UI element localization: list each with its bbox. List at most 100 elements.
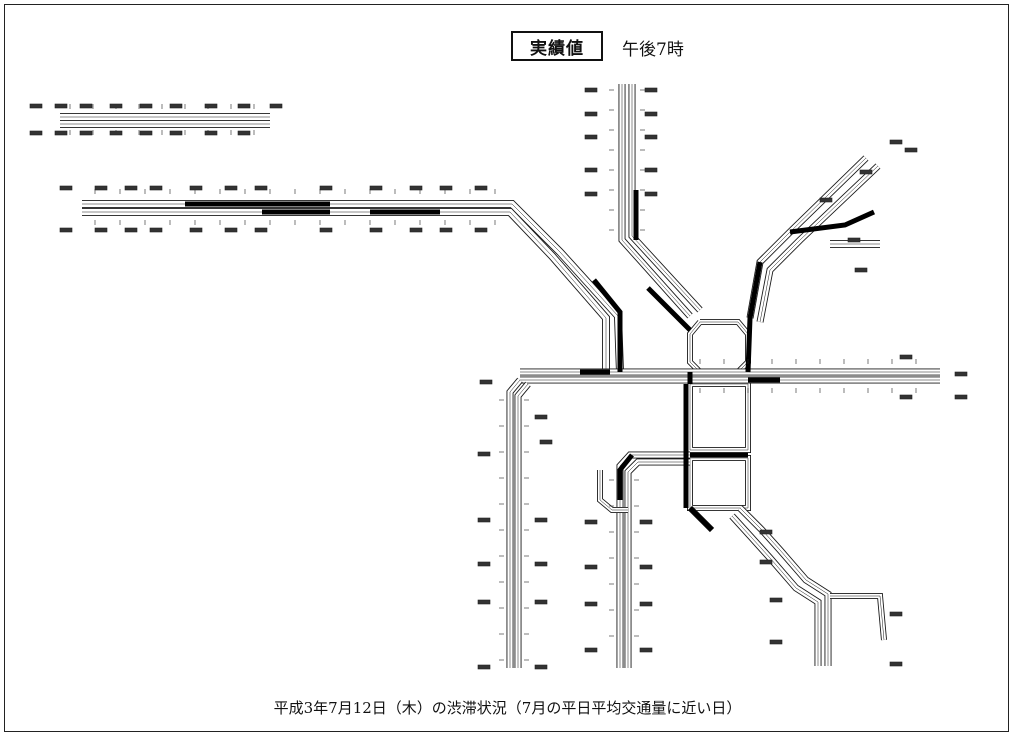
north-names-8 <box>644 167 658 173</box>
southwest-names-6 <box>477 599 491 605</box>
tomei-name-bottom-9 <box>409 227 423 233</box>
southwest-names-9 <box>534 561 548 567</box>
route-southwest-b-inner <box>515 382 530 668</box>
route-southeast-b-median <box>731 515 819 666</box>
southwest-names-5 <box>477 561 491 567</box>
legend-name-bottom-6 <box>204 130 218 136</box>
southeast-names-4 <box>889 611 903 617</box>
tomei-name-bottom-4 <box>189 227 203 233</box>
tomei-name-bottom-11 <box>474 227 488 233</box>
tomei-name-top-11 <box>474 185 488 191</box>
north-names-5 <box>644 87 658 93</box>
east-names-3 <box>899 394 913 400</box>
southwest-names-3 <box>477 451 491 457</box>
expressway-network <box>60 84 940 668</box>
map-caption: 平成3年7月12日（木）の渋滞状況（7月の平日平均交通量に近い日） <box>273 699 742 717</box>
legend-name-bottom-2 <box>79 130 93 136</box>
loop-south <box>687 455 751 511</box>
north-names-3 <box>584 167 598 173</box>
map-frame <box>4 4 1009 732</box>
jam-south-1 <box>617 453 634 500</box>
northeast-names-4 <box>847 237 861 243</box>
legend-name-top-2 <box>79 103 93 109</box>
loop-middle-inner <box>687 381 751 453</box>
loop-south-inner <box>687 455 751 511</box>
legend-name-top-3 <box>109 103 123 109</box>
tomei-name-bottom-10 <box>439 227 453 233</box>
loop-north-median <box>689 321 749 373</box>
legend-name-bottom-7 <box>237 130 251 136</box>
northeast-names-3 <box>819 197 833 203</box>
tomei-name-bottom-3 <box>149 227 163 233</box>
north-names-2 <box>584 134 598 140</box>
route-north-b-inner <box>629 84 702 312</box>
north-names-4 <box>584 191 598 197</box>
jam-tomei-4 <box>592 278 623 372</box>
jam-north-2 <box>646 286 692 332</box>
east-names-0 <box>954 371 968 377</box>
legend-name-top-8 <box>269 103 283 109</box>
tomei-name-bottom-7 <box>319 227 333 233</box>
tomei-name-top-1 <box>94 185 108 191</box>
loop-middle-median <box>689 383 749 451</box>
tomei-name-top-2 <box>124 185 138 191</box>
south-names-6 <box>639 601 653 607</box>
southwest-names-4 <box>477 517 491 523</box>
tomei-name-bottom-0 <box>59 227 73 233</box>
southwest-names-0 <box>479 379 493 385</box>
legend-name-top-5 <box>169 103 183 109</box>
southeast-names-5 <box>889 661 903 667</box>
route-tomei-outer-inner <box>82 200 624 373</box>
loop-interchange-inner <box>597 470 628 513</box>
southwest-names-1 <box>534 414 548 420</box>
tomei-name-top-4 <box>189 185 203 191</box>
south-names-1 <box>584 564 598 570</box>
route-north-b-median <box>631 84 701 311</box>
northeast-names-2 <box>859 169 873 175</box>
route-south-b-inner <box>625 459 690 668</box>
interchange-ticks <box>29 87 968 670</box>
loop-north-inner <box>687 319 751 375</box>
south-names-0 <box>584 519 598 525</box>
route-north-a-median <box>621 84 691 317</box>
route-tomei-inner <box>82 208 610 372</box>
northeast-names-5 <box>854 267 868 273</box>
jam-south-link <box>688 506 714 532</box>
tomei-name-bottom-1 <box>94 227 108 233</box>
loop-north <box>687 319 751 375</box>
tomei-name-top-10 <box>439 185 453 191</box>
east-names-2 <box>899 354 913 360</box>
southwest-names-7 <box>477 664 491 670</box>
time-label: 午後7時 <box>622 40 684 60</box>
north-names-7 <box>644 134 658 140</box>
route-northeast-b-median <box>759 165 879 323</box>
north-names-6 <box>644 111 658 117</box>
loop-middle <box>687 381 751 453</box>
measured-value-badge: 実績値 <box>511 31 603 61</box>
route-southwest-a-median <box>509 379 521 668</box>
legend-name-top-1 <box>54 103 68 109</box>
legend-name-bottom-1 <box>54 130 68 136</box>
southeast-names-3 <box>769 639 783 645</box>
legend-name-top-7 <box>237 103 251 109</box>
tomei-name-bottom-6 <box>254 227 268 233</box>
southeast-names-0 <box>759 529 773 535</box>
jam-northeast-1 <box>745 261 763 373</box>
route-southeast-spur-median <box>830 595 885 641</box>
route-southeast-a-median <box>739 507 829 666</box>
tomei-name-top-8 <box>369 185 383 191</box>
tomei-name-top-5 <box>224 185 238 191</box>
legend-name-bottom-0 <box>29 130 43 136</box>
loop-interchange-median <box>599 470 628 511</box>
jam-northeast-2 <box>789 209 876 235</box>
tomei-name-top-3 <box>149 185 163 191</box>
south-names-2 <box>584 601 598 607</box>
legend-name-top-0 <box>29 103 43 109</box>
south-names-3 <box>584 647 598 653</box>
congestion-segments <box>185 190 876 532</box>
tomei-name-top-0 <box>59 185 73 191</box>
north-names-1 <box>584 111 598 117</box>
southeast-names-2 <box>769 597 783 603</box>
legend-name-bottom-5 <box>169 130 183 136</box>
